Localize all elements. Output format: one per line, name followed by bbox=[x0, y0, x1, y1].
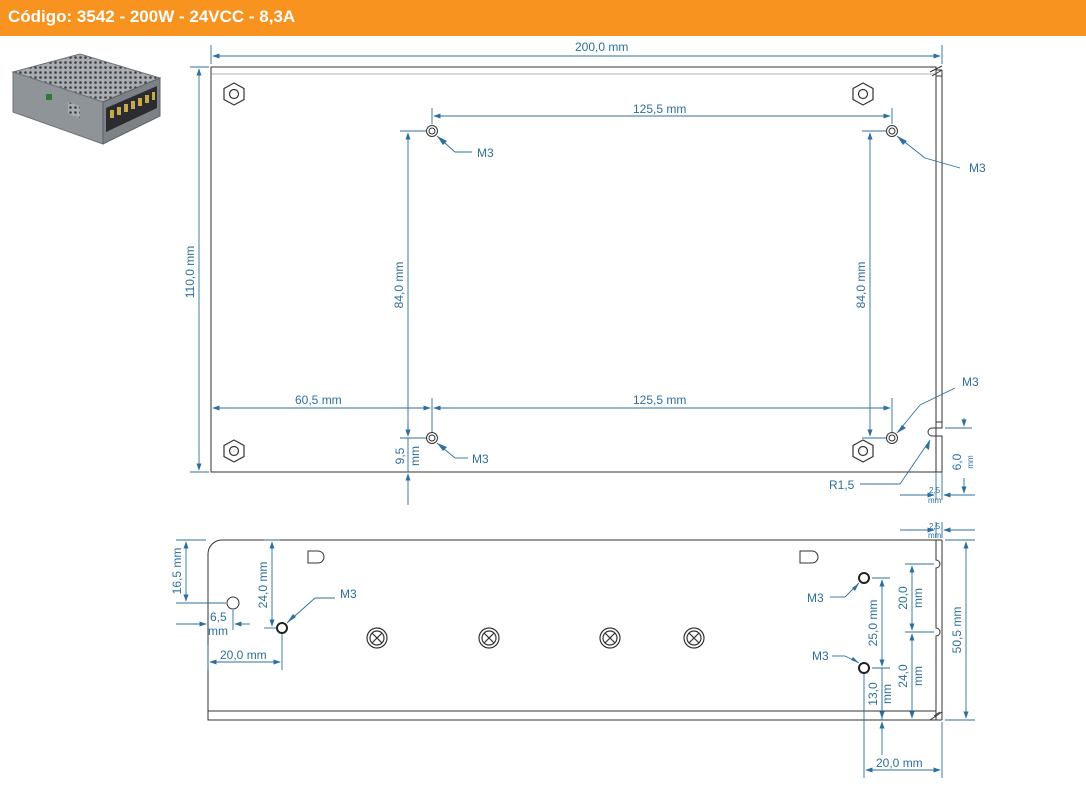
dim-small-unit: mm bbox=[208, 624, 228, 638]
screw-1 bbox=[366, 627, 388, 649]
dim-side-height: 50,5 mm bbox=[950, 607, 964, 654]
top-view-outline bbox=[210, 66, 937, 473]
dim-right-lower-value: 24,0 bbox=[896, 664, 910, 688]
dim-side-slot-width-unit: mm bbox=[928, 531, 942, 540]
dim-left-horizontal: 20,0 mm bbox=[220, 648, 267, 662]
label-m3-bottom-left: M3 bbox=[472, 452, 489, 466]
dim-bottom-small-value: 13,0 bbox=[866, 682, 880, 706]
hex-nut-bottom-left bbox=[223, 439, 245, 463]
product-photo bbox=[11, 53, 162, 145]
dim-right-mid: 25,0 mm bbox=[866, 600, 880, 647]
dim-width: 200,0 mm bbox=[575, 40, 628, 54]
dim-bottom-offset-value: 9,5 bbox=[393, 447, 407, 464]
screw-4 bbox=[683, 627, 705, 649]
dim-left-offset: 60,5 mm bbox=[295, 393, 342, 407]
dim-height: 110,0 mm bbox=[183, 246, 197, 298]
dim-hole-spacing-bottom: 125,5 mm bbox=[633, 393, 686, 407]
screw-2 bbox=[478, 627, 500, 649]
dim-slot-width-value: 2,5 bbox=[929, 486, 941, 495]
dim-radius: R1,5 bbox=[829, 478, 855, 492]
label-m3-side-right-lower: M3 bbox=[812, 649, 829, 663]
dim-left-top: 16,5 mm bbox=[170, 548, 184, 595]
dim-slot-height-unit: mm bbox=[966, 455, 975, 469]
screw-3 bbox=[599, 627, 621, 649]
m3-hole-side-right-upper bbox=[858, 572, 870, 584]
label-m3-top-left: M3 bbox=[477, 146, 494, 160]
dim-slot-height-value: 6,0 bbox=[950, 453, 964, 470]
m3-hole-bottom-right bbox=[886, 432, 898, 444]
top-view: 200,0 mm 110,0 mm 125,5 mm 84,0 mm 84,0 … bbox=[183, 40, 986, 505]
small-hole bbox=[226, 596, 240, 610]
side-view-outline bbox=[207, 539, 941, 721]
cutout-left bbox=[307, 550, 325, 564]
label-m3-bottom-right: M3 bbox=[962, 375, 979, 389]
page-title: Código: 3542 - 200W - 24VCC - 8,3A bbox=[8, 7, 296, 26]
dim-bottom-small-unit: mm bbox=[880, 684, 894, 704]
side-view: 16,5 mm 24,0 mm 6,5 mm 20,0 mm M3 2,5 mm… bbox=[170, 522, 975, 778]
m3-hole-bottom-left bbox=[426, 432, 438, 444]
dim-hole-spacing-top: 125,5 mm bbox=[633, 102, 686, 116]
dim-bottom-offset-unit: mm bbox=[408, 446, 422, 466]
hex-nut-bottom-right bbox=[852, 439, 874, 463]
dim-side-slot-width-value: 2,5 bbox=[929, 522, 941, 531]
header-bar: Código: 3542 - 200W - 24VCC - 8,3A bbox=[0, 0, 1086, 36]
hex-nut-top-right bbox=[852, 82, 874, 106]
dim-left-vertical: 24,0 mm bbox=[256, 562, 270, 609]
m3-hole-top-left bbox=[426, 125, 438, 137]
label-m3-side-right-upper: M3 bbox=[807, 591, 824, 605]
m3-hole-top-right bbox=[886, 125, 898, 137]
label-m3-top-right: M3 bbox=[969, 161, 986, 175]
hex-nut-top-left bbox=[223, 82, 245, 106]
dim-right-upper-value: 20,0 bbox=[896, 586, 910, 610]
dim-right-upper-unit: mm bbox=[911, 588, 925, 608]
dim-vertical-left: 84,0 mm bbox=[392, 262, 406, 309]
dim-right-lower-unit: mm bbox=[911, 666, 925, 686]
cutout-right bbox=[799, 550, 819, 564]
dim-right-horizontal: 20,0 mm bbox=[876, 756, 923, 770]
dim-slot-width-unit: mm bbox=[928, 496, 942, 505]
m3-hole-side-left bbox=[276, 622, 288, 634]
label-m3-side-left: M3 bbox=[340, 587, 357, 601]
dim-small-value: 6,5 bbox=[210, 610, 227, 624]
dim-vertical-right: 84,0 mm bbox=[854, 262, 868, 309]
m3-hole-side-right-lower bbox=[858, 662, 870, 674]
